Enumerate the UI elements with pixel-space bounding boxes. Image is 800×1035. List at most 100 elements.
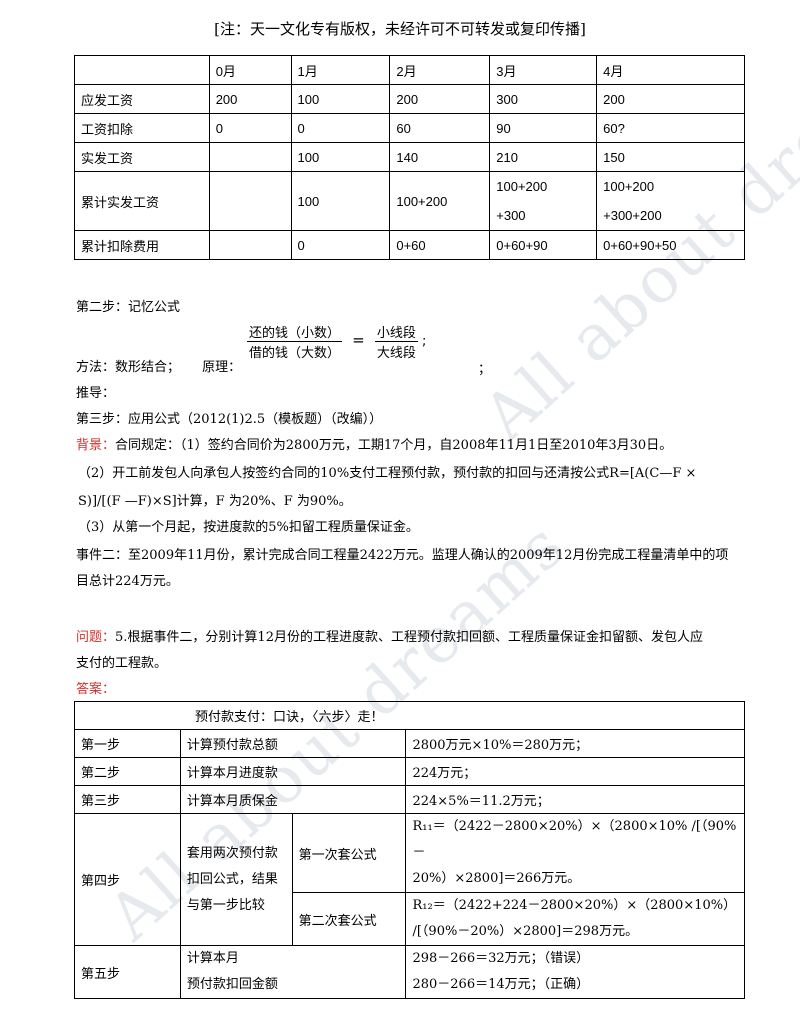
row-label: 累计扣除费用 bbox=[74, 230, 210, 260]
table-row: 第二次套公式 R₁₂＝（2422+224－2800×20%）×（2800×10%… bbox=[75, 892, 745, 946]
clause2-line2: S)]/[(F —F)×S]计算，F 为20%、F 为90%。 bbox=[78, 494, 352, 509]
table-cell: 100+200 +300+200 bbox=[596, 171, 745, 231]
table-cell: 0 bbox=[290, 230, 391, 260]
table-cell: 0 bbox=[290, 113, 391, 143]
description-line: 预付款扣回金额 bbox=[186, 977, 278, 992]
background-line: 背景：合同规定：（1）签约合同价为2800万元，工期17个月，自2008年11月… bbox=[76, 434, 672, 453]
table-cell: 0 bbox=[208, 113, 292, 143]
table-cell: 60 bbox=[389, 113, 491, 143]
table-cell: 140 bbox=[389, 142, 491, 172]
first-application-label: 第一次套公式 bbox=[291, 813, 407, 893]
row-label: 实发工资 bbox=[74, 142, 210, 172]
row-label: 累计实发工资 bbox=[74, 171, 210, 231]
right-numerator: 小线段 bbox=[374, 322, 418, 342]
step-label: 第一步 bbox=[74, 729, 181, 758]
result-line: /[（90%－20%）×2800]＝298万元。 bbox=[412, 924, 639, 939]
left-numerator: 还的钱（小数） bbox=[247, 322, 343, 342]
method-label: 方法：数形结合； bbox=[76, 360, 181, 375]
step-label: 第三步 bbox=[74, 785, 181, 814]
equals-sign: = bbox=[352, 331, 365, 349]
table-cell: 0+60+90 bbox=[489, 230, 598, 260]
answer-label: 答案： bbox=[76, 682, 116, 697]
table-cell: 100 bbox=[290, 84, 391, 114]
step-description: 套用两次预付款 扣回公式，结果 与第一步比较 bbox=[179, 813, 293, 946]
derivation-label: 推导： bbox=[76, 386, 116, 401]
step-description: 计算本月质保金 bbox=[179, 785, 407, 814]
description-line: 扣回公式，结果 bbox=[186, 871, 278, 887]
step-result: 2800万元×10%＝280万元； bbox=[405, 729, 745, 758]
question-line2: 支付的工程款。 bbox=[76, 656, 168, 671]
first-application-result: R₁₁＝（2422－2800×20%）×（2800×10% /[（90%－ 20… bbox=[405, 813, 745, 893]
question-label: 问题： bbox=[76, 630, 116, 645]
step3-heading: 第三步：应用公式（2012(1)2.5（模板题）（改编）） bbox=[76, 412, 383, 427]
result-line: 280－266＝14万元；（正确） bbox=[412, 977, 590, 992]
table-row: 第一步 计算预付款总额 2800万元×10%＝280万元； bbox=[74, 729, 745, 758]
table-header-cell: 1月 bbox=[290, 55, 391, 85]
table-cell: 200 bbox=[389, 84, 491, 114]
table-cell: 100 bbox=[290, 171, 391, 231]
left-fraction: 还的钱（小数） 借的钱（大数） bbox=[247, 322, 343, 361]
result-line: R₁₁＝（2422－2800×20%）×（2800×10% /[（90%－ bbox=[412, 819, 737, 860]
table-row: 第五步 计算本月 预付款扣回金额 298－266＝32万元；（错误） 280－2… bbox=[74, 945, 745, 999]
table-cell: 300 bbox=[489, 84, 598, 114]
table-cell bbox=[208, 230, 292, 260]
table-header-cell bbox=[74, 55, 210, 85]
clause2-line1: （2）开工前发包人向承包人按签约合同的10%支付工程预付款，预付款的扣回与还清按… bbox=[78, 466, 697, 481]
table-row: 第三步 计算本月质保金 224×5%＝11.2万元； bbox=[74, 785, 745, 814]
formula-tail: ; bbox=[422, 334, 427, 349]
table-cell: 100 bbox=[290, 142, 391, 172]
step-description: 计算本月 预付款扣回金额 bbox=[179, 945, 407, 999]
ratio-formula: 还的钱（小数） 借的钱（大数） = 小线段 大线段 ; bbox=[247, 322, 426, 361]
table-header-cell: 2月 bbox=[389, 55, 491, 85]
row-label: 应发工资 bbox=[74, 84, 210, 114]
principle-label: 原理： bbox=[202, 360, 242, 375]
table-row: 第二步 计算本月进度款 224万元； bbox=[74, 757, 745, 786]
step-description: 计算本月进度款 bbox=[179, 757, 407, 786]
question-line1: 问题：5.根据事件二，分别计算12月份的工程进度款、工程预付款扣回额、工程质量保… bbox=[76, 626, 703, 645]
advance-payment-table: 预付款支付：口诀，〈六步〉走！ 第一步 计算预付款总额 2800万元×10%＝2… bbox=[74, 701, 745, 999]
table-cell bbox=[208, 171, 292, 231]
description-line: 与第一步比较 bbox=[186, 897, 265, 913]
table-header-row: 0月 1月 2月 3月 4月 bbox=[74, 55, 745, 85]
table-cell: 210 bbox=[489, 142, 598, 172]
table-row: 工资扣除 0 0 60 90 60? bbox=[74, 113, 745, 143]
table-row: 累计扣除费用 0 0+60 0+60+90 0+60+90+50 bbox=[74, 230, 745, 260]
table-cell bbox=[208, 142, 292, 172]
step-result: 224万元； bbox=[405, 757, 745, 786]
step-label: 第五步 bbox=[74, 945, 181, 999]
event2-line1: 事件二：至2009年11月份，累计完成合同工程量2422万元。监理人确认的200… bbox=[76, 548, 729, 563]
step-label: 第二步 bbox=[74, 757, 181, 786]
table-cell: 0+60+90+50 bbox=[596, 230, 745, 260]
table-row: 第四步 套用两次预付款 扣回公式，结果 与第一步比较 第一次套公式 R₁₁＝（2… bbox=[74, 813, 745, 946]
step-description: 计算预付款总额 bbox=[179, 729, 407, 758]
table-header-cell: 3月 bbox=[489, 55, 598, 85]
table-title: 预付款支付：口诀，〈六步〉走！ bbox=[74, 701, 745, 730]
step-result: 298－266＝32万元；（错误） 280－266＝14万元；（正确） bbox=[405, 945, 745, 999]
method-end: ； bbox=[478, 362, 492, 377]
table-row: 累计实发工资 100 100+200 100+200 +300 100+200 … bbox=[74, 171, 745, 231]
table-cell: 200 bbox=[596, 84, 745, 114]
salary-table: 0月 1月 2月 3月 4月 应发工资 200 100 200 300 200 … bbox=[74, 55, 745, 260]
row-label: 工资扣除 bbox=[74, 113, 210, 143]
table-header-cell: 4月 bbox=[596, 55, 745, 85]
question-text: 5.根据事件二，分别计算12月份的工程进度款、工程预付款扣回额、工程质量保证金扣… bbox=[115, 630, 703, 645]
table-row: 应发工资 200 100 200 300 200 bbox=[74, 84, 745, 114]
description-line: 套用两次预付款 bbox=[186, 845, 278, 861]
step-label: 第四步 bbox=[74, 813, 181, 946]
method-line: 方法：数形结合； 原理： bbox=[76, 356, 241, 375]
event2-line2: 目总计224万元。 bbox=[76, 574, 179, 589]
table-cell: 0+60 bbox=[389, 230, 491, 260]
description-line: 计算本月 bbox=[186, 951, 239, 966]
result-line: R₁₂＝（2422+224－2800×20%）×（2800×10%） bbox=[412, 898, 737, 913]
second-application-result: R₁₂＝（2422+224－2800×20%）×（2800×10%） /[（90… bbox=[405, 892, 745, 946]
table-cell: 200 bbox=[208, 84, 292, 114]
step2-heading: 第二步：记忆公式 bbox=[76, 300, 181, 315]
result-line: 298－266＝32万元；（错误） bbox=[412, 951, 590, 966]
right-fraction: 小线段 大线段 bbox=[374, 322, 418, 361]
background-label: 背景： bbox=[76, 438, 116, 453]
result-line: 20%）×2800]＝266万元。 bbox=[412, 871, 581, 886]
copyright-notice: [注：天一文化专有版权，未经许可不可转发或复印传播] bbox=[214, 20, 586, 38]
table-cell: 60? bbox=[596, 113, 745, 143]
table-title-row: 预付款支付：口诀，〈六步〉走！ bbox=[74, 701, 745, 730]
step-result: 224×5%＝11.2万元； bbox=[405, 785, 745, 814]
